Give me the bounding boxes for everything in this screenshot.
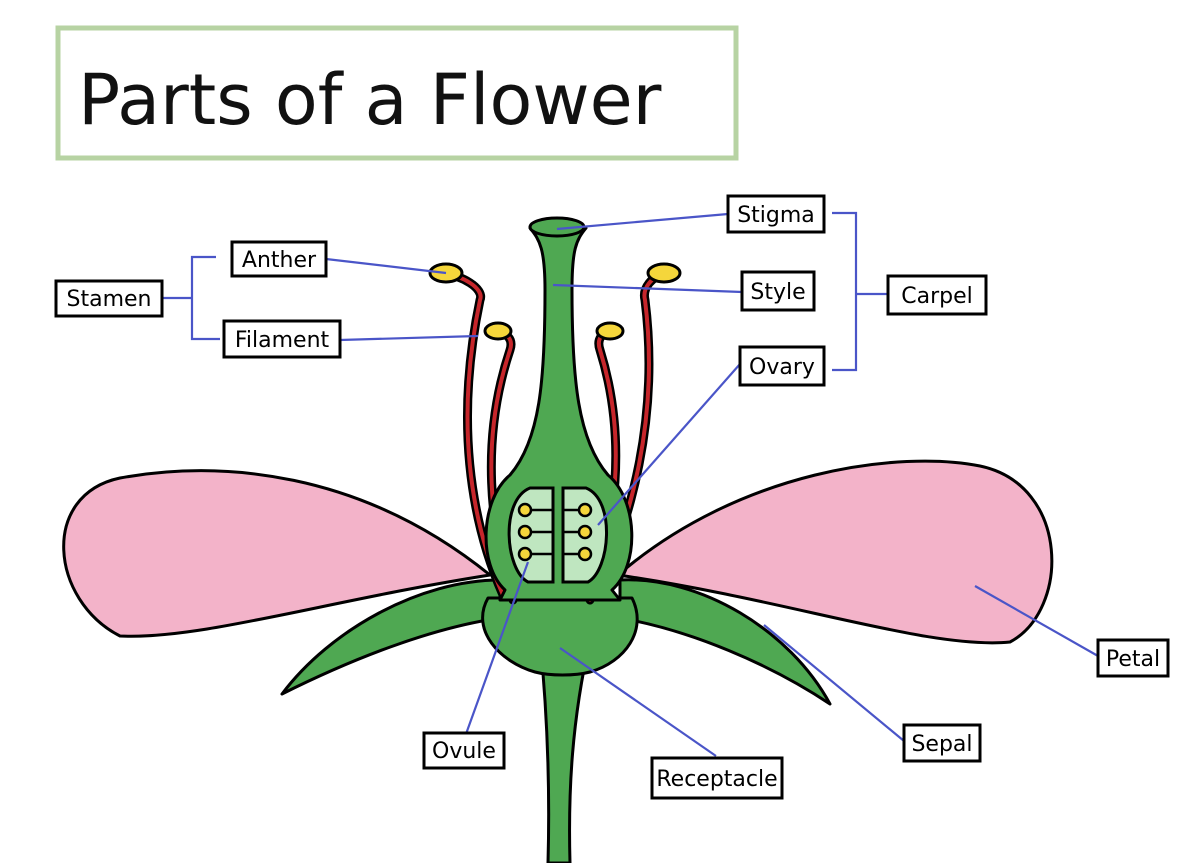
label-stamen: Stamen <box>54 279 164 318</box>
carpel-bracket <box>832 211 858 372</box>
label-receptacle-text: Receptacle <box>656 767 777 792</box>
label-petal: Petal <box>1096 638 1170 678</box>
label-petal-text: Petal <box>1106 647 1160 672</box>
label-carpel-text: Carpel <box>901 284 973 309</box>
label-stamen-text: Stamen <box>67 287 152 312</box>
anther-leader <box>325 257 447 275</box>
petal-left <box>62 469 492 638</box>
label-ovary: Ovary <box>738 345 826 387</box>
sepal-right <box>618 578 832 706</box>
label-anther-text: Anther <box>242 248 317 273</box>
label-style: Style <box>740 270 816 312</box>
label-receptacle: Receptacle <box>650 756 784 800</box>
anther-outer-right <box>646 262 682 284</box>
petal-right <box>616 459 1054 645</box>
label-sepal-text: Sepal <box>911 732 972 757</box>
title-box: Parts of a Flower <box>55 25 739 161</box>
page-title: Parts of a Flower <box>78 59 662 141</box>
stigma-leader <box>556 212 729 231</box>
label-carpel: Carpel <box>886 274 988 316</box>
ovule-leader <box>464 561 530 735</box>
stamen-bracket <box>190 255 220 341</box>
petal-leader <box>974 585 1099 657</box>
label-anther: Anther <box>230 240 328 278</box>
leader-lines <box>162 211 1099 757</box>
anther-inner-left <box>483 321 513 341</box>
label-ovary-text: Ovary <box>749 355 815 380</box>
filament-leader <box>339 334 479 342</box>
label-sepal: Sepal <box>902 723 982 763</box>
label-stigma: Stigma <box>726 194 826 234</box>
sepal-left <box>280 578 502 696</box>
label-filament: Filament <box>222 319 342 359</box>
style-leader <box>552 283 743 294</box>
label-ovule: Ovule <box>422 731 506 770</box>
label-style-text: Style <box>750 280 805 305</box>
title-border <box>55 25 739 161</box>
receptacle-shape <box>481 596 639 677</box>
label-ovule-text: Ovule <box>432 739 496 764</box>
anther-inner-right <box>595 321 625 341</box>
label-filament-text: Filament <box>235 328 330 353</box>
receptacle-leader <box>559 647 717 757</box>
sepal-leader <box>763 624 905 742</box>
label-stigma-text: Stigma <box>737 203 815 228</box>
ovules <box>517 502 593 562</box>
ovary-leader <box>597 363 741 526</box>
